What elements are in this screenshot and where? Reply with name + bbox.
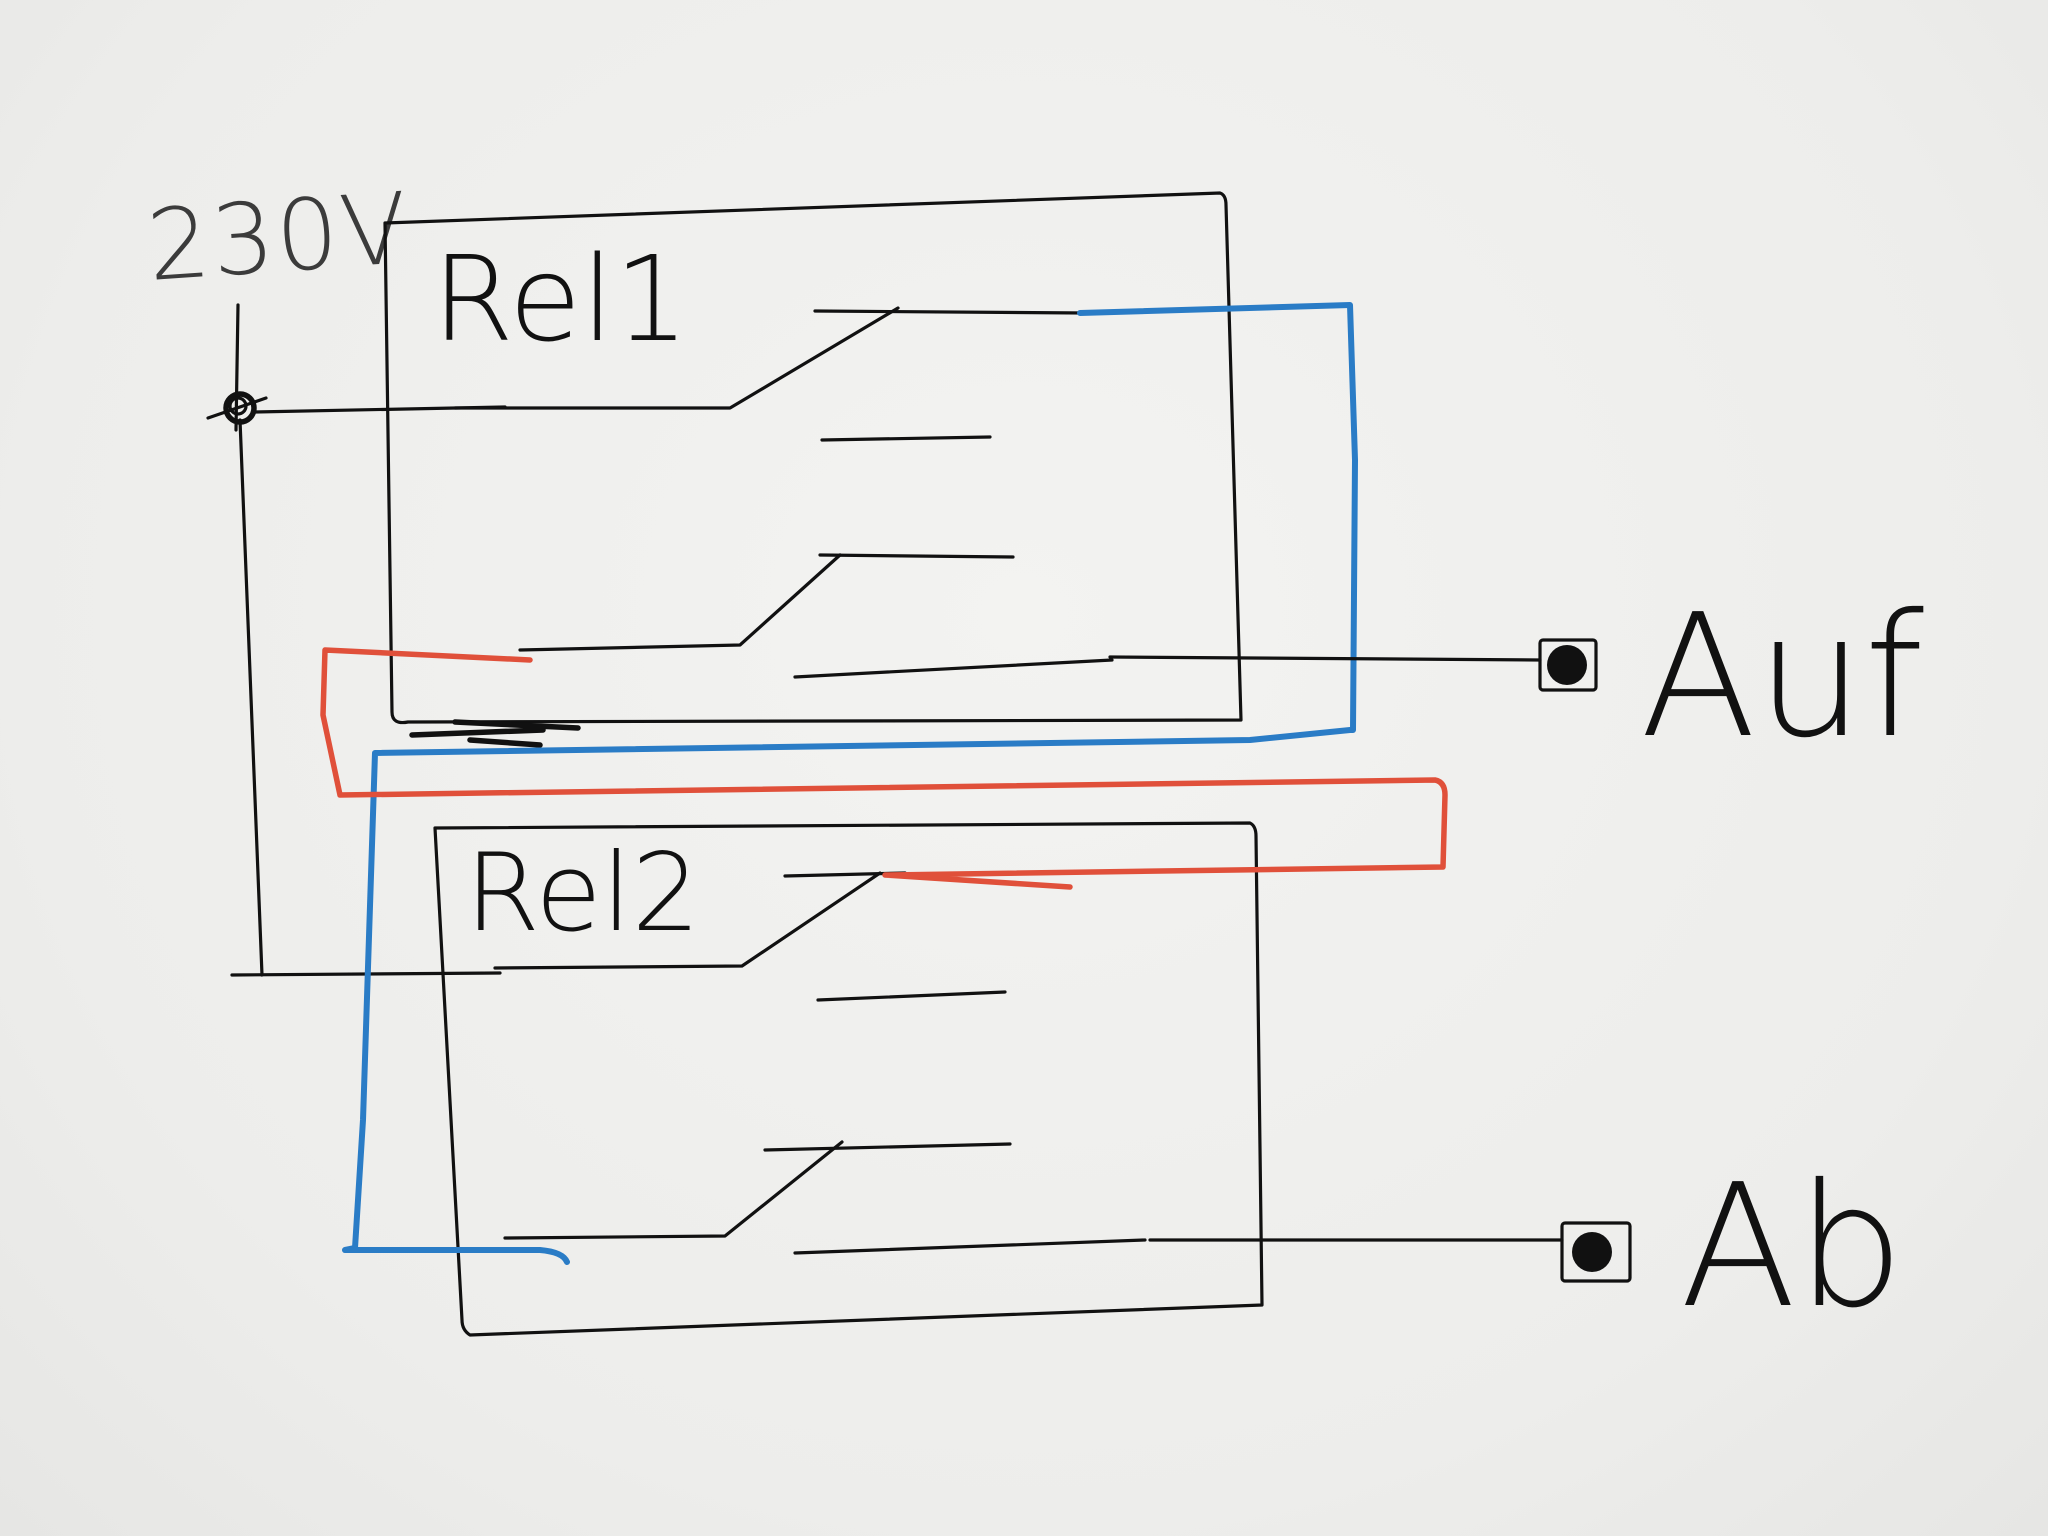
output-ab-label: Ab: [1680, 1148, 1904, 1346]
red-wire: [320, 647, 1448, 890]
relay-2: Rel2: [433, 821, 1264, 1337]
relay-1-frame: [383, 191, 1243, 725]
output-auf-label: Auf: [1640, 578, 1924, 776]
relay-2-contact-1-common: [493, 871, 882, 970]
relay-2-frame: [433, 821, 1264, 1337]
relay-1-contact-1-nc: [820, 435, 992, 442]
supply-vertical-bus: [238, 418, 264, 977]
blue-wire: [342, 302, 1358, 1265]
output-auf-terminal: [1538, 638, 1598, 692]
relay-1-contact-2-no: [818, 553, 1015, 559]
relay-1-scribble: [409, 719, 581, 748]
supply-voltage-label: 230V: [144, 172, 413, 304]
relay-2-contact-2-nc: [793, 1238, 1147, 1255]
relay-1-label: Rel1: [432, 230, 689, 368]
relay-2-contact-2-no: [763, 1142, 1012, 1152]
output-ab-terminal: [1560, 1221, 1632, 1283]
relay-1-contact-2-nc: [793, 658, 1114, 679]
relay-1-contact-2-common: [518, 553, 842, 652]
relay-2-contact-1-nc: [816, 990, 1007, 1002]
relay-2-contact-2-common: [503, 1140, 844, 1240]
relay-1-contact-1-common: [453, 306, 900, 410]
relay-1: Rel1: [383, 191, 1243, 748]
relay-2-label: Rel2: [465, 831, 700, 956]
relay-1-contact-1-no: [813, 309, 1087, 315]
output-auf-wire: [1108, 655, 1542, 662]
